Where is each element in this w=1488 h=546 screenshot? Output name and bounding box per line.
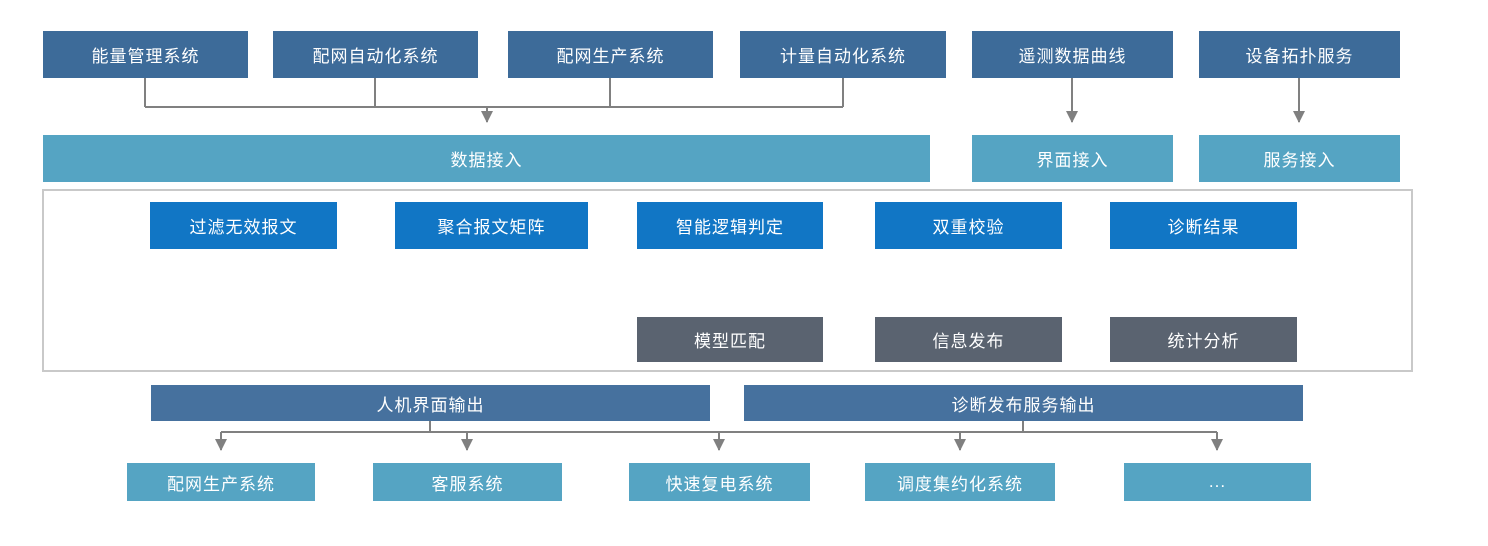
- node-telemetry-data-curve: 遥测数据曲线: [972, 31, 1173, 78]
- node-double-verification: 双重校验: [875, 202, 1062, 249]
- node-consumer-customer-service-system: 客服系统: [373, 463, 562, 501]
- node-consumer-ellipsis: ...: [1124, 463, 1311, 501]
- node-information-publishing: 信息发布: [875, 317, 1062, 362]
- node-diagnosis-publish-service-output: 诊断发布服务输出: [744, 385, 1303, 421]
- node-intelligent-logic-judgment: 智能逻辑判定: [637, 202, 823, 249]
- node-data-access: 数据接入: [43, 135, 930, 182]
- node-aggregate-message-matrix: 聚合报文矩阵: [395, 202, 588, 249]
- node-device-topology-service: 设备拓扑服务: [1199, 31, 1400, 78]
- node-model-matching: 模型匹配: [637, 317, 823, 362]
- node-consumer-distribution-production-system: 配网生产系统: [127, 463, 315, 501]
- node-energy-management-system: 能量管理系统: [43, 31, 248, 78]
- node-service-access: 服务接入: [1199, 135, 1400, 182]
- node-distribution-production-system: 配网生产系统: [508, 31, 713, 78]
- node-metering-automation-system: 计量自动化系统: [740, 31, 946, 78]
- node-hmi-output: 人机界面输出: [151, 385, 710, 421]
- node-filter-invalid-messages: 过滤无效报文: [150, 202, 337, 249]
- node-diagnosis-result: 诊断结果: [1110, 202, 1297, 249]
- node-consumer-rapid-power-restoration-system: 快速复电系统: [629, 463, 810, 501]
- node-statistical-analysis: 统计分析: [1110, 317, 1297, 362]
- node-interface-access: 界面接入: [972, 135, 1173, 182]
- node-consumer-dispatch-intensive-system: 调度集约化系统: [865, 463, 1055, 501]
- node-distribution-automation-system: 配网自动化系统: [273, 31, 478, 78]
